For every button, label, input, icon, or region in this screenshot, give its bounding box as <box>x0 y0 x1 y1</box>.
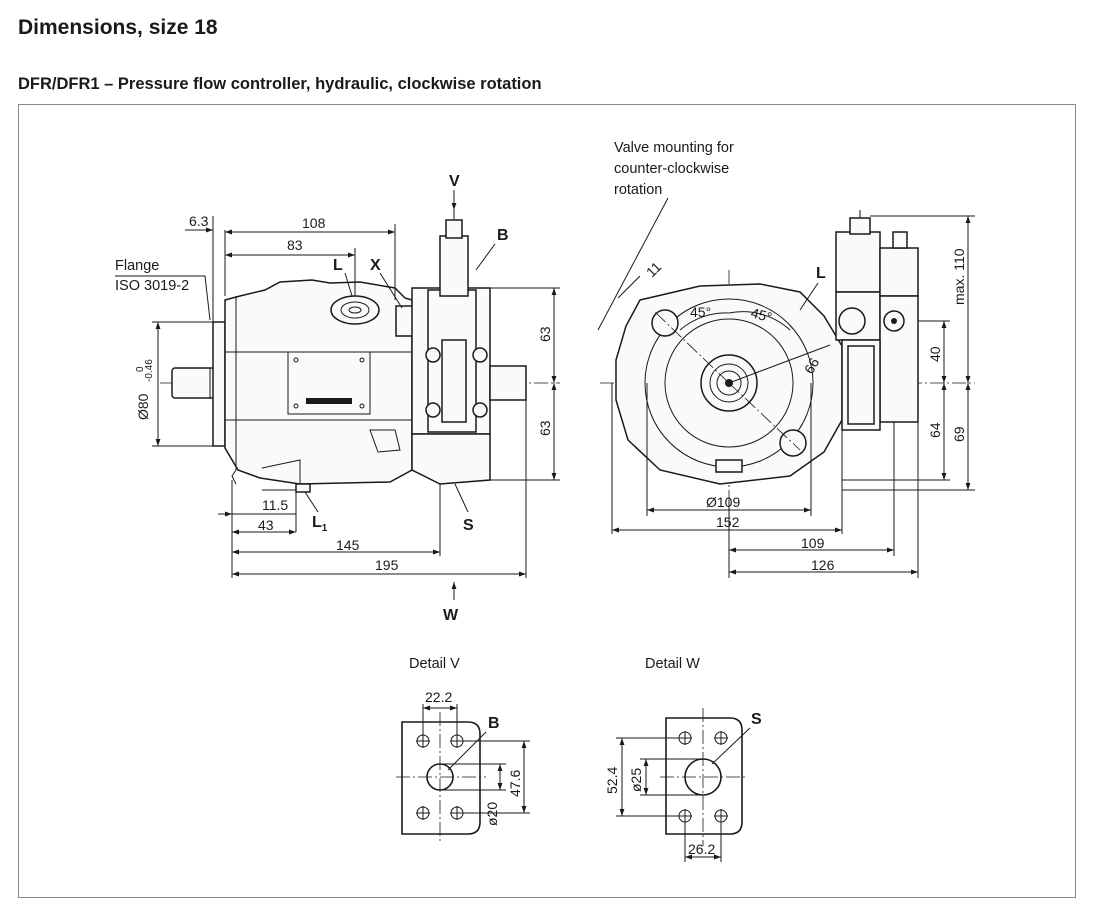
dim-47-6: 47.6 <box>507 770 523 797</box>
dim-flange-tol-upper: 0 <box>135 366 146 372</box>
dim-flange-diameter: Ø80 <box>135 393 151 420</box>
dim-40: 40 <box>927 346 943 362</box>
front-note-line2: counter-clockwise <box>614 161 729 177</box>
dim-dia-20: ø20 <box>484 802 500 826</box>
dim-83: 83 <box>287 237 303 253</box>
dim-108: 108 <box>302 215 326 231</box>
dim-dia-25: ø25 <box>628 768 644 792</box>
dim-flange-tol-lower: -0.46 <box>144 359 155 382</box>
dim-43: 43 <box>258 517 274 533</box>
dim-6-3: 6.3 <box>189 213 209 229</box>
dim-63-bottom: 63 <box>537 420 553 436</box>
dim-69: 69 <box>951 426 967 442</box>
detail-w-label-s: S <box>751 711 762 728</box>
dim-126: 126 <box>811 557 835 573</box>
detail-w-title: Detail W <box>645 656 700 672</box>
front-label-l: L <box>816 265 826 282</box>
dim-63-top: 63 <box>537 326 553 342</box>
detail-v-title: Detail V <box>409 656 460 672</box>
dim-26-2: 26.2 <box>688 841 715 857</box>
label-b: B <box>497 227 509 244</box>
dim-195: 195 <box>375 557 399 573</box>
drawing-frame <box>18 104 1076 898</box>
dim-max-110: max. 110 <box>951 248 967 305</box>
label-w: W <box>443 607 459 624</box>
side-view: 6.3 108 83 Flange ISO 3019-2 Ø80 0 -0.46… <box>115 173 560 624</box>
dim-109: 109 <box>801 535 825 551</box>
flange-note-line2: ISO 3019-2 <box>115 278 189 294</box>
dim-64: 64 <box>927 422 943 438</box>
dim-11: 11 <box>643 258 665 280</box>
front-note-line1: Valve mounting for <box>614 140 734 156</box>
dim-66: 66 <box>801 355 823 377</box>
dim-angle-45-left: 45° <box>690 304 711 320</box>
label-l1-main: L <box>312 514 322 531</box>
label-x: X <box>370 257 381 274</box>
dim-angle-45-right: 45° <box>749 304 774 325</box>
label-s: S <box>463 517 474 534</box>
front-note-line3: rotation <box>614 182 662 198</box>
dim-22-2: 22.2 <box>425 689 452 705</box>
dim-152: 152 <box>716 514 740 530</box>
detail-v: Detail V 22.2 B 47.6 ø20 <box>396 656 530 844</box>
front-view: Valve mounting for counter-clockwise rot… <box>597 140 975 578</box>
detail-w: Detail W S 52.4 ø25 26.2 <box>604 656 762 862</box>
detail-v-label-b: B <box>488 715 500 732</box>
label-v: V <box>449 173 460 190</box>
dim-145: 145 <box>336 537 360 553</box>
label-l1-sub: 1 <box>322 523 328 534</box>
flange-note-line1: Flange <box>115 258 159 274</box>
dim-dia-109: Ø109 <box>706 494 740 510</box>
dim-11-5: 11.5 <box>262 497 288 513</box>
label-l: L <box>333 257 343 274</box>
dim-52-4: 52.4 <box>604 767 620 794</box>
section-title: DFR/DFR1 – Pressure flow controller, hyd… <box>18 75 542 93</box>
page-title: Dimensions, size 18 <box>18 16 218 39</box>
label-l1: L1 <box>312 514 328 534</box>
